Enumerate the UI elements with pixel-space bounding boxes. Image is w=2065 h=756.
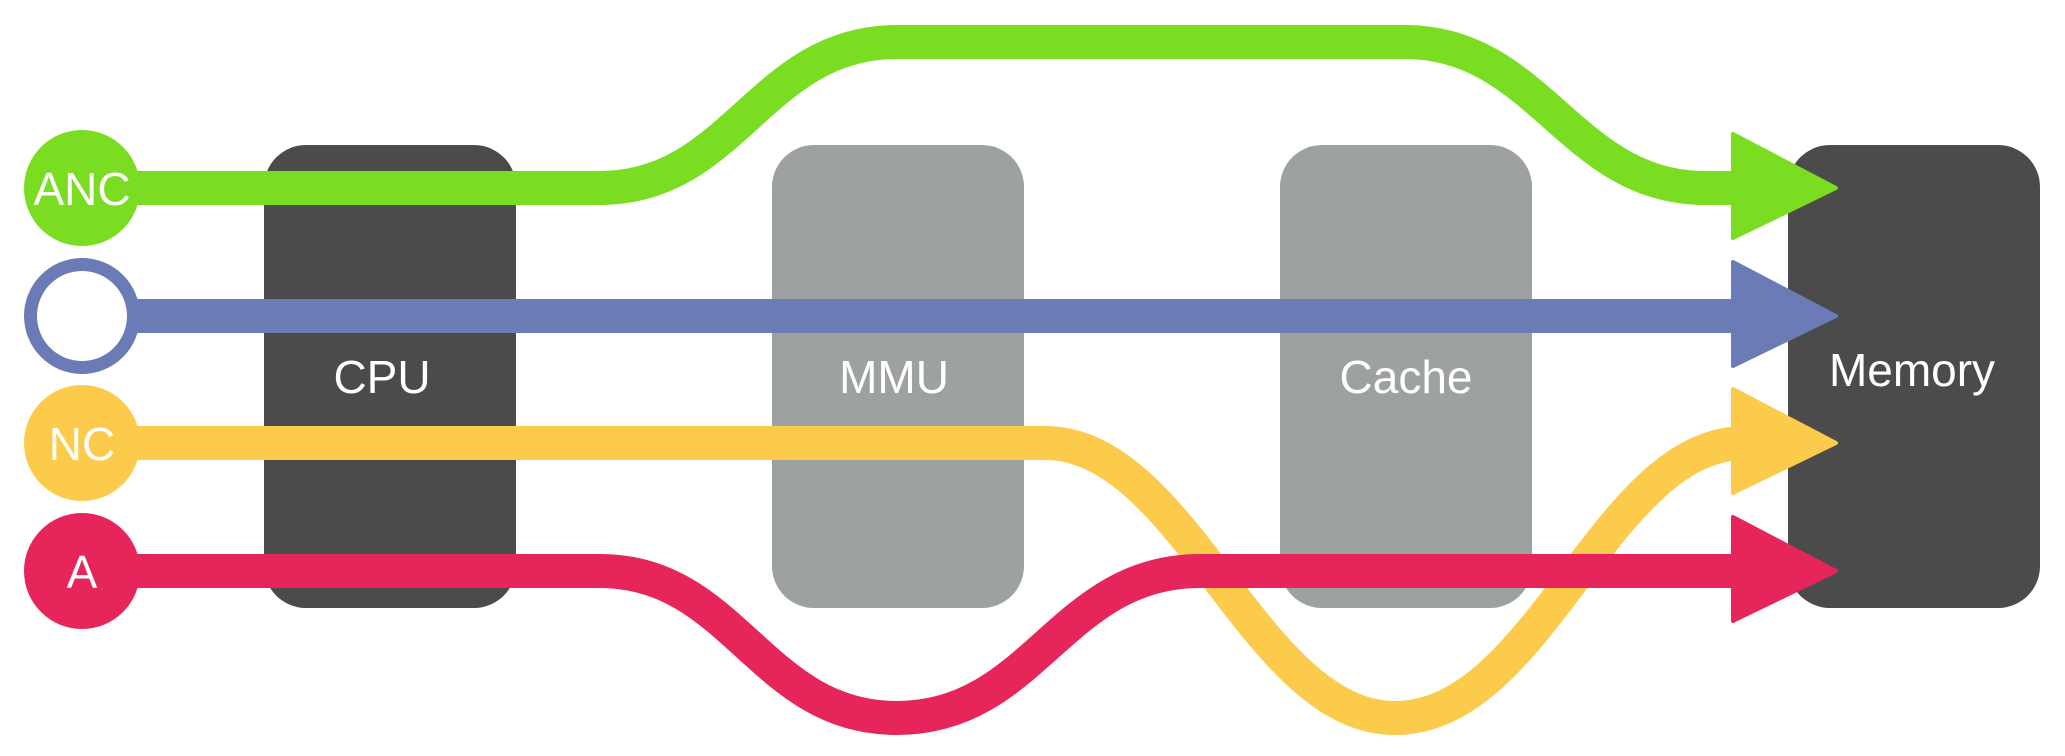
nc-flow-line (82, 426, 1746, 736)
cpu-block (264, 145, 516, 608)
a-start-circle (24, 513, 140, 629)
anc-start-circle (24, 130, 140, 246)
a-circle-label: A (67, 546, 98, 598)
anc-flow-line (82, 25, 1735, 205)
anc-arrowhead (1731, 132, 1838, 240)
nc-arrowhead (1731, 387, 1838, 495)
a-arrowhead (1731, 515, 1838, 623)
memory-label: Memory (1829, 344, 1995, 396)
mmu-label: MMU (839, 351, 949, 403)
a-flow-line (82, 554, 1735, 736)
memory-block (1788, 145, 2040, 608)
unlabeled-arrowhead (1731, 260, 1838, 368)
mmu-block (772, 145, 1024, 608)
nc-circle-label: NC (49, 418, 115, 470)
nc-start-circle (24, 385, 140, 501)
cache-label: Cache (1340, 351, 1473, 403)
cache-block (1280, 145, 1532, 608)
cpu-label: CPU (333, 351, 430, 403)
unlabeled-start-circle-hole (37, 271, 127, 361)
anc-circle-label: ANC (33, 163, 130, 215)
